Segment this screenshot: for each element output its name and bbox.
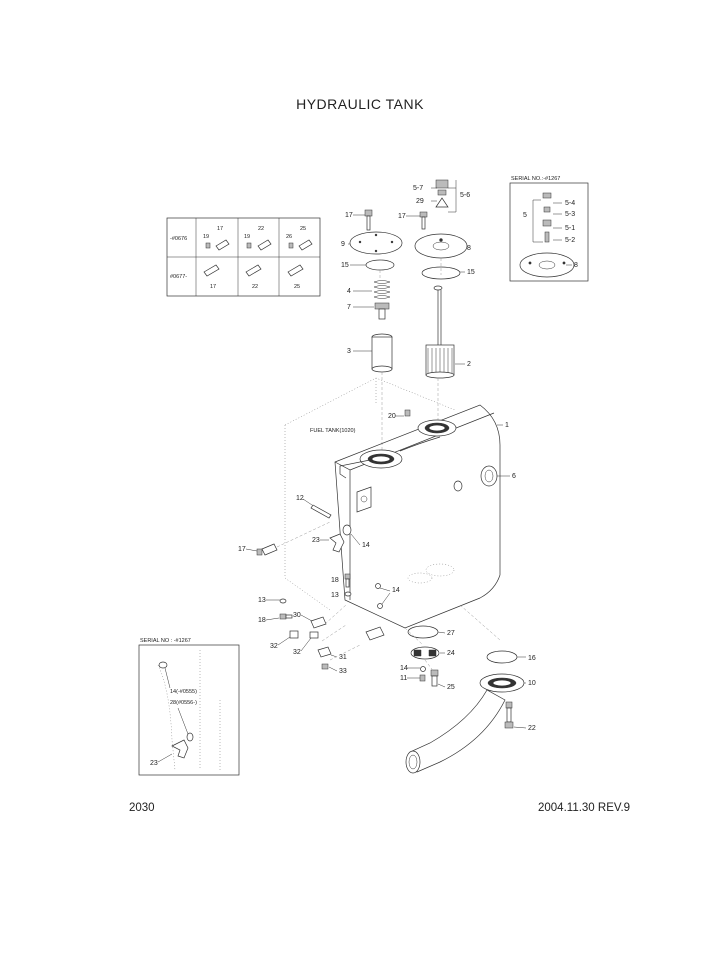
fuel-tank-outline: FUEL TANK(1020) — [284, 377, 456, 611]
table-label: 19 — [244, 234, 250, 240]
inset-note: 14(-#0555) — [170, 689, 197, 695]
serial-inset-bottom-left: SERIAL NO : -#1267 14(-#0555) 28(#0556-)… — [138, 638, 240, 776]
callout: 15 — [467, 269, 475, 276]
inset-serial-label: SERIAL NO : -#1267 — [140, 638, 191, 644]
serial-range-table: -#0676 #0677- 17 19 22 19 25 26 17 22 25 — [166, 217, 321, 297]
table-serial-row2: #0677- — [170, 274, 187, 280]
table-serial-row1: -#0676 — [170, 236, 187, 242]
callout: 6 — [512, 473, 516, 480]
suction-flange-assembly: 27 24 14 11 25 — [400, 625, 455, 691]
callout: 18 — [258, 617, 266, 624]
callout: 12 — [296, 495, 304, 502]
callout: 33 — [339, 668, 347, 675]
table-label: 22 — [252, 284, 258, 290]
inset-serial-label: SERIAL NO.:-#1267 — [511, 176, 560, 182]
callout: 7 — [347, 304, 351, 311]
callout: 23 — [312, 537, 320, 544]
table-label: 22 — [258, 226, 264, 232]
suction-pipe: 16 10 22 — [405, 604, 536, 774]
callout: 24 — [447, 650, 455, 657]
spring-and-bypass-valve: 4 7 — [347, 280, 391, 320]
callout: 30 — [293, 612, 301, 619]
callout: 14 — [362, 542, 370, 549]
callout: 17 — [345, 212, 353, 219]
breather-cover-left: 17 9 15 — [341, 209, 403, 271]
callout: 27 — [447, 630, 455, 637]
callout: 25 — [447, 684, 455, 691]
callout: 8 — [467, 245, 471, 252]
callout: 17 — [398, 213, 406, 220]
callout: 11 — [400, 675, 407, 682]
callout: 5-3 — [565, 211, 575, 218]
callout: 29 — [416, 198, 424, 205]
table-label: 19 — [203, 234, 209, 240]
page-title: HYDRAULIC TANK — [296, 96, 424, 112]
callout: 5-6 — [460, 192, 470, 199]
callout: 5-1 — [565, 225, 575, 232]
inset-note: 28(#0556-) — [170, 700, 197, 706]
callout: 5 — [523, 212, 527, 219]
callout: 20 — [388, 413, 396, 420]
revision-date: 2004.11.30 REV.9 — [538, 802, 631, 814]
suction-strainer: 2 — [425, 285, 471, 379]
small-fitting-icon — [203, 264, 304, 277]
hydraulic-tank-body — [334, 404, 501, 641]
callout: 14 — [400, 665, 408, 672]
callout: 8 — [574, 262, 578, 269]
table-label: 17 — [217, 226, 223, 232]
return-filter-element: 3 — [347, 333, 393, 373]
serial-inset-top-right: SERIAL NO.:-#1267 5 5-4 5-3 5-1 5-2 8 — [509, 176, 589, 282]
callout: 16 — [528, 655, 536, 662]
tank-callouts: 20 1 6 — [388, 409, 516, 480]
callout: 5-7 — [413, 185, 423, 192]
callout: 22 — [528, 725, 536, 732]
filter-cover-right: 17 8 15 — [398, 211, 475, 280]
callout: 10 — [528, 680, 536, 687]
table-label: 25 — [300, 226, 306, 232]
callout: 32 — [270, 643, 278, 650]
filler-cap-assembly: 5-7 5-6 29 — [413, 179, 470, 213]
callout: 14 — [392, 587, 400, 594]
callout: 13 — [258, 597, 266, 604]
page-number: 2030 — [129, 802, 155, 814]
small-fitting-icon — [205, 239, 313, 251]
callout: 5-4 — [565, 200, 575, 207]
callout: 2 — [467, 361, 471, 368]
callout: 32 — [293, 649, 301, 656]
table-label: 25 — [294, 284, 300, 290]
table-label: 26 — [286, 234, 292, 240]
callout: 1 — [505, 422, 509, 429]
callout: 18 — [331, 577, 339, 584]
callout: 23 — [150, 760, 158, 767]
fuel-tank-note: FUEL TANK(1020) — [310, 428, 356, 434]
callout: 9 — [341, 241, 345, 248]
callout: 3 — [347, 348, 351, 355]
callout: 31 — [339, 654, 347, 661]
callout: 15 — [341, 262, 349, 269]
callout: 17 — [238, 546, 246, 553]
left-side-fittings: 12 17 23 14 18 13 14 13 18 30 — [238, 495, 400, 675]
callout: 13 — [331, 592, 339, 599]
callout: 4 — [347, 288, 351, 295]
table-label: 17 — [210, 284, 216, 290]
callout: 5-2 — [565, 237, 575, 244]
